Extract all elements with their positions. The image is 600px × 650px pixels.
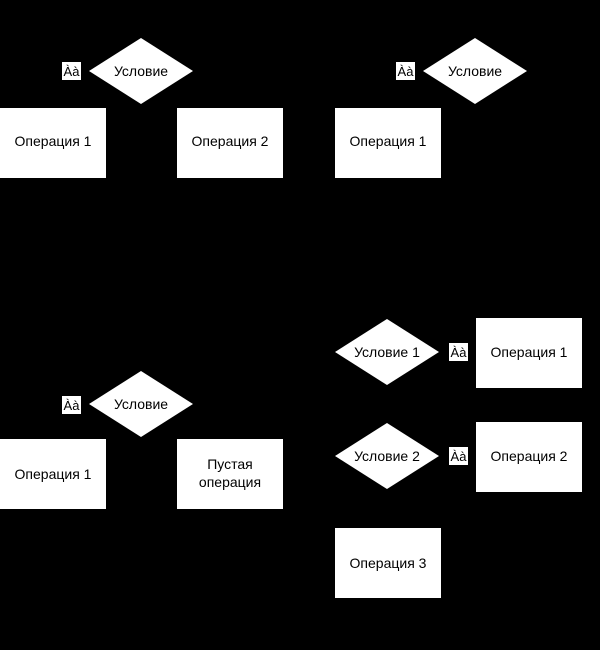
- diagram-c-operation-left-box: [0, 439, 106, 509]
- diagram-a-condition-diamond: [89, 38, 193, 104]
- diagram-c-tag: Àà: [64, 398, 81, 413]
- diagram-c-empty-operation-box: [177, 439, 283, 509]
- diagram-d: Условие 1 Àà Операция 1 Условие 2 Àà Опе…: [335, 318, 582, 598]
- diagram-d-operation-1-box: [476, 318, 582, 388]
- diagram-d-condition-2-label: Условие 2: [354, 448, 420, 464]
- diagram-d-condition-1-diamond: [335, 319, 439, 385]
- diagram-c-tag-box: [62, 396, 81, 414]
- diagram-a-tag-box: [62, 62, 81, 80]
- diagram-c-empty-operation-line1: Пустая: [207, 456, 253, 472]
- diagram-d-condition-1-label: Условие 1: [354, 344, 420, 360]
- diagram-d-operation-2-label: Операция 2: [491, 448, 568, 464]
- diagram-d-tag-2: Àà: [451, 449, 468, 464]
- diagram-c: Àà Условие Операция 1 Пустая операция: [0, 371, 283, 509]
- diagram-b-tag: Àà: [398, 64, 415, 79]
- diagram-d-tag-1: Àà: [451, 345, 468, 360]
- diagram-d-condition-2-diamond: [335, 423, 439, 489]
- diagram-a-tag: Àà: [64, 64, 81, 79]
- diagram-d-operation-2-box: [476, 422, 582, 492]
- diagram-d-operation-1-label: Операция 1: [491, 344, 568, 360]
- diagram-d-operation-3-box: [335, 528, 441, 598]
- diagram-c-operation-left-label: Операция 1: [15, 466, 92, 482]
- diagram-b-operation-box: [335, 108, 441, 178]
- diagram-a-condition-label: Условие: [114, 63, 168, 79]
- diagram-a-operation-right-box: [177, 108, 283, 178]
- diagram-b-tag-box: [396, 62, 415, 80]
- diagram-d-operation-3-label: Операция 3: [350, 555, 427, 571]
- diagram-c-empty-operation-line2: операция: [199, 474, 261, 490]
- diagram-d-tag-2-box: [449, 447, 468, 465]
- diagram-b-operation-label: Операция 1: [350, 133, 427, 149]
- diagram-a: Àà Условие Операция 1 Операция 2: [0, 38, 283, 178]
- diagram-a-operation-left-label: Операция 1: [15, 133, 92, 149]
- diagram-c-condition-label: Условие: [114, 396, 168, 412]
- diagram-a-operation-left-box: [0, 108, 106, 178]
- diagram-b-condition-diamond: [423, 38, 527, 104]
- diagram-b-condition-label: Условие: [448, 63, 502, 79]
- diagram-c-condition-diamond: [89, 371, 193, 437]
- diagram-b: Àà Условие Операция 1: [335, 38, 527, 178]
- diagram-d-tag-1-box: [449, 343, 468, 361]
- diagram-a-operation-right-label: Операция 2: [192, 133, 269, 149]
